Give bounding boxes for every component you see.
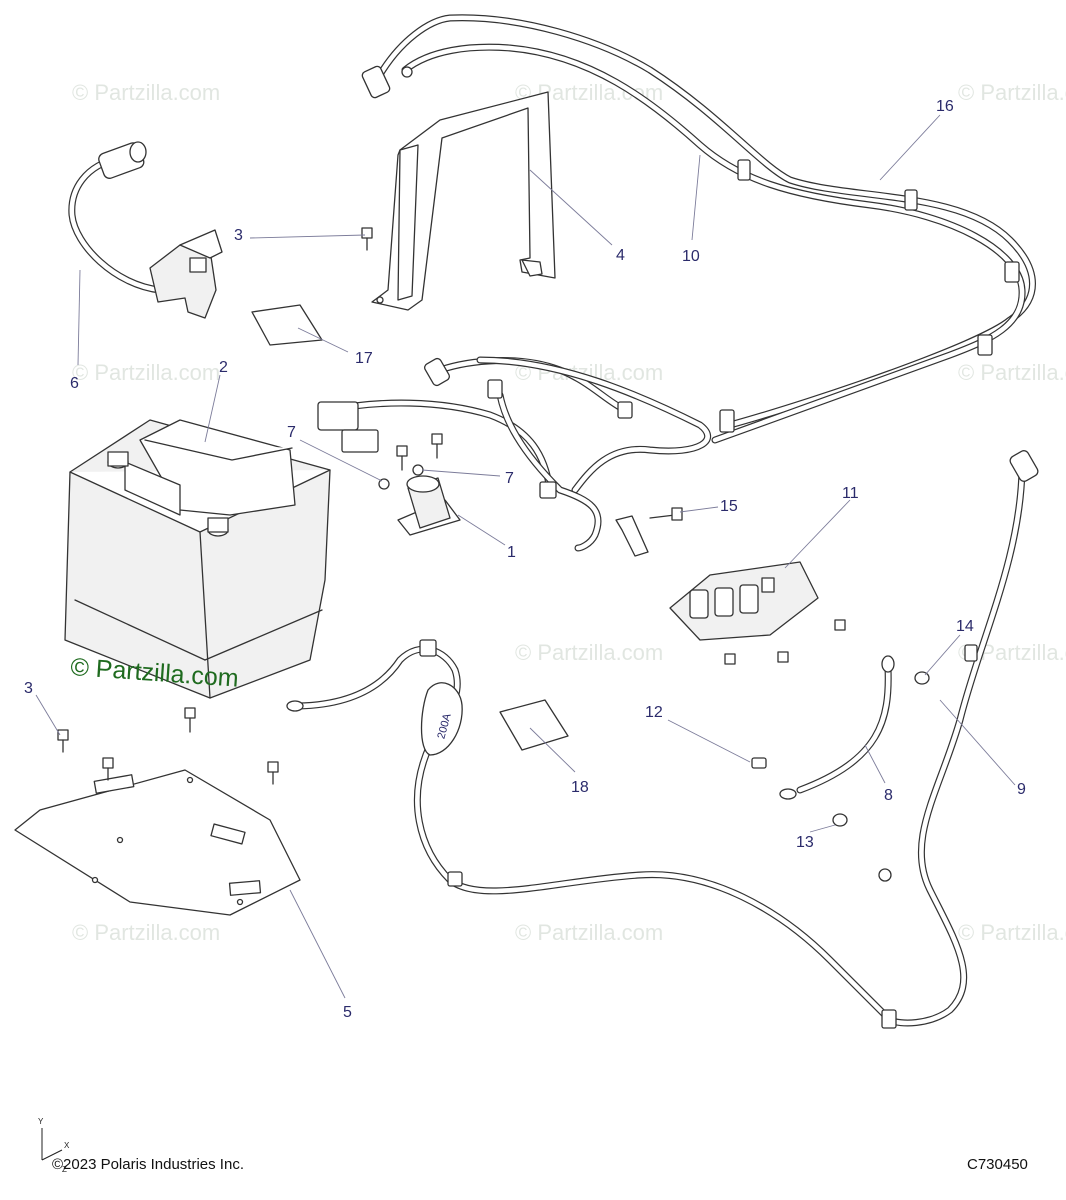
watermark: © Partzilla.com: [958, 80, 1066, 105]
callout-18: 18: [571, 779, 589, 796]
negative-cable-9: [878, 450, 1039, 1027]
callout-9: 9: [1017, 781, 1026, 798]
axis-label-y: Y: [38, 1117, 44, 1126]
bolts-3: [57, 227, 443, 785]
watermark: © Partzilla.com: [515, 640, 663, 665]
callout-10: 10: [682, 248, 700, 265]
callout-8: 8: [884, 787, 893, 804]
fused-cable: 200A: [286, 639, 897, 1029]
battery-2: [64, 419, 331, 699]
diagram-code: C730450: [967, 1156, 1028, 1173]
watermark: © Partzilla.com: [958, 360, 1066, 385]
nut-13: [832, 813, 848, 827]
callout-5: 5: [343, 1004, 352, 1021]
copyright-text: ©2023 Polaris Industries Inc.: [52, 1156, 244, 1173]
leader-lines: [35, 114, 1016, 999]
decal-17: [251, 304, 323, 346]
nut-14: [914, 671, 930, 685]
callout-7: 7: [287, 424, 296, 441]
watermark: © Partzilla.com: [515, 920, 663, 945]
callout-6: 6: [70, 375, 79, 392]
callout-2: 2: [219, 359, 228, 376]
clip: [615, 515, 649, 557]
watermark: © Partzilla.com: [72, 360, 220, 385]
callout-11: 11: [842, 485, 859, 502]
positive-cable-6: [68, 141, 223, 319]
plate-18: [499, 699, 569, 751]
axis-triad-icon: Y X Z: [38, 1117, 70, 1174]
callout-1: 1: [507, 544, 516, 561]
callout-14: 14: [956, 618, 974, 635]
nut-7: [412, 464, 424, 476]
callout-4: 4: [616, 247, 625, 264]
battery-tray-5: [14, 769, 301, 916]
nut-7: [378, 478, 390, 490]
fuse-relay-block-11: [669, 561, 846, 665]
starter-solenoid-1: [397, 475, 461, 536]
watermark: © Partzilla.com: [72, 80, 220, 105]
axis-label-x: X: [64, 1141, 70, 1150]
callout-labels: 1 2 3 3 4 5 6 7 7 8 9 10 11 12 13 14 15 …: [24, 98, 1026, 1021]
fastener-12: [751, 757, 767, 769]
main-harness-16: [317, 14, 1036, 552]
ground-strap-8: [779, 655, 895, 800]
callout-13: 13: [796, 834, 814, 851]
callout-15: 15: [720, 498, 738, 515]
callout-3: 3: [24, 680, 33, 697]
axis-label-z: Z: [62, 1165, 67, 1174]
watermark: © Partzilla.com: [72, 920, 220, 945]
bolt-15: [649, 507, 683, 521]
callout-7: 7: [505, 470, 514, 487]
callout-16: 16: [936, 98, 954, 115]
callout-3: 3: [234, 227, 243, 244]
callout-12: 12: [645, 704, 663, 721]
watermark: © Partzilla.com: [958, 920, 1066, 945]
battery-hold-down-bracket: [371, 91, 556, 311]
callout-17: 17: [355, 350, 373, 367]
